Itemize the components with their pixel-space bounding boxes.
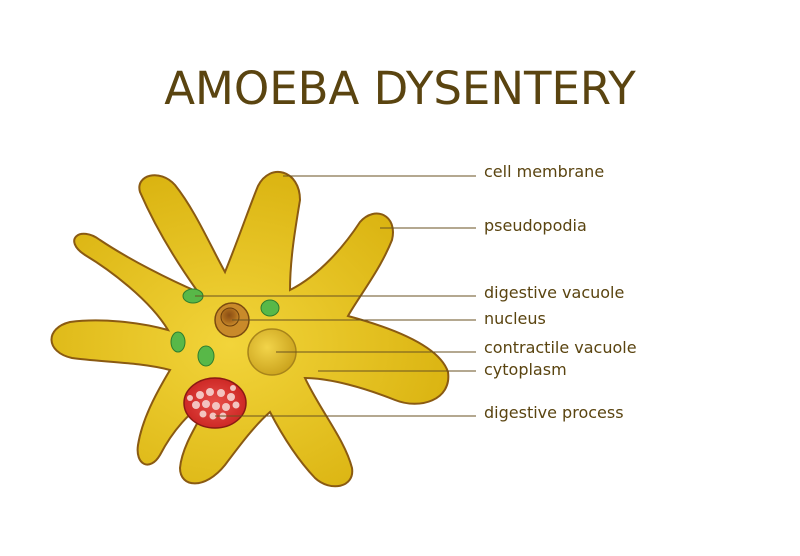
digestive-vacuole	[197, 345, 215, 367]
cell-membrane	[50, 170, 450, 488]
label-nucleus: nucleus	[484, 309, 546, 328]
label-contractile-vacuole: contractile vacuole	[484, 338, 637, 357]
digestive-vacuole	[170, 331, 186, 353]
digestive-particles	[187, 385, 240, 420]
label-digestive-vacuole: digestive vacuole	[484, 283, 624, 302]
digestive-vacuole	[260, 299, 280, 317]
label-cytoplasm: cytoplasm	[484, 360, 567, 379]
nucleolus	[220, 307, 240, 327]
label-digestive-process: digestive process	[484, 403, 624, 422]
page-title: AMOEBA DYSENTERY	[164, 62, 636, 115]
label-cell-membrane: cell membrane	[484, 162, 604, 181]
label-pseudopodia: pseudopodia	[484, 216, 587, 235]
